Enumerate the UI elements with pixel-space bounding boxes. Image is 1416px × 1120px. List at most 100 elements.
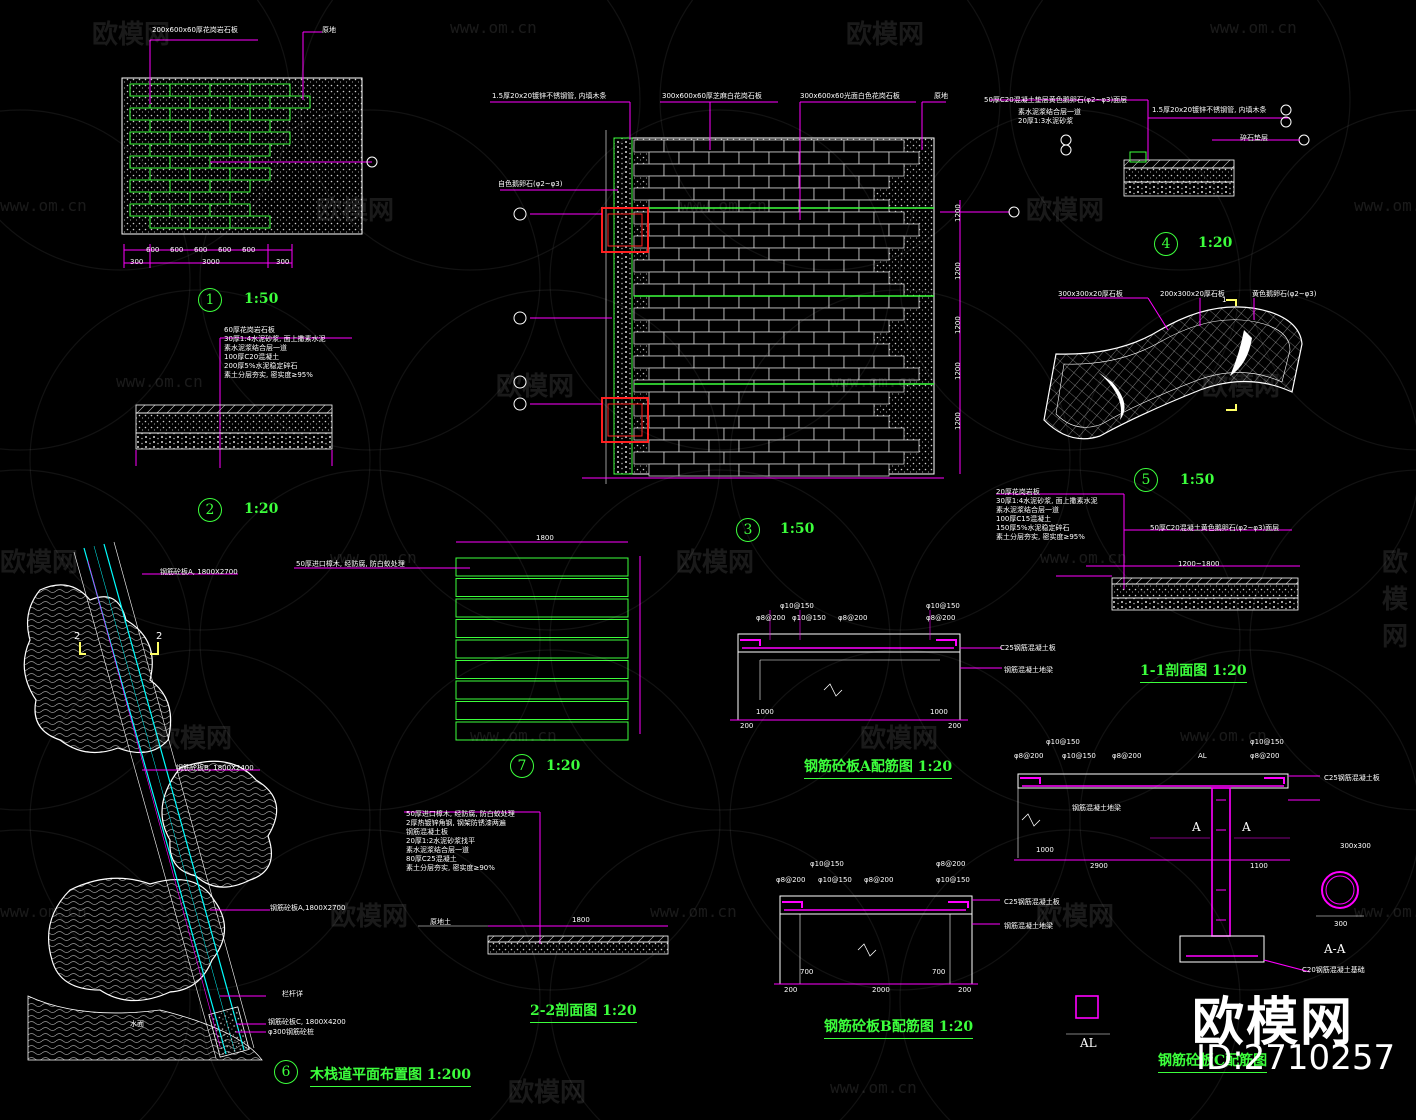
slab-c-bar: φ10@150 — [1250, 738, 1284, 746]
paving-stone — [693, 235, 725, 249]
s11-layer: 素水泥浆结合层一道 — [996, 506, 1059, 514]
d1-dim: 600 — [170, 246, 184, 254]
paving-stone — [858, 343, 890, 357]
paving-stone — [708, 271, 740, 285]
slab-b-bar: φ10@150 — [936, 876, 970, 884]
paving-stone — [648, 343, 680, 357]
paving-stone — [753, 163, 785, 177]
detail-number-7: 7 — [510, 754, 534, 778]
s22-side: 原地土 — [430, 918, 451, 926]
paving-stone — [798, 151, 830, 165]
paving-stone — [843, 307, 875, 321]
slab-c-bar: φ8@200 — [1250, 752, 1280, 760]
paving-stone — [858, 295, 890, 309]
watermark-url: www.om.cn — [1354, 196, 1416, 215]
detail-7-planks — [294, 541, 641, 741]
paving-stone — [708, 391, 740, 405]
paving-stone — [828, 319, 860, 333]
paving-stone — [648, 247, 680, 261]
slab-a-dim: 200 — [740, 722, 754, 730]
paving-stone — [693, 379, 725, 393]
paving-stone — [768, 271, 800, 285]
slab-c-dim: 1000 — [1036, 846, 1054, 854]
paving-stone — [813, 187, 845, 201]
paving-stone — [663, 235, 695, 249]
paving-stone — [723, 427, 755, 441]
s22-layer: 素水泥浆结合层一道 — [406, 846, 469, 854]
watermark-circle — [1009, 0, 1351, 271]
watermark-circle — [549, 469, 891, 811]
detail-number-2: 2 — [198, 498, 222, 522]
slab-a-title: 钢筋砼板A配筋图 1:20 — [804, 756, 953, 779]
paving-stone — [738, 223, 770, 237]
paving-stone — [723, 307, 755, 321]
paving-stone — [768, 175, 800, 189]
paving-stone — [858, 391, 890, 405]
paving-stone — [828, 223, 860, 237]
paving-stone — [753, 379, 785, 393]
paving-stone — [813, 331, 845, 345]
brand-logo-text: 欧模网 — [1192, 993, 1355, 1053]
s11-layer: 20厚花岗岩板 — [996, 488, 1040, 496]
paving-stone — [783, 427, 815, 441]
detail-scale-2: 1:20 — [244, 501, 279, 517]
paving-stone — [843, 259, 875, 273]
watermark-brand: 欧模网 — [92, 20, 171, 50]
plank — [455, 578, 629, 597]
plank — [455, 619, 629, 638]
paving-stone — [648, 199, 680, 213]
paving-stone — [858, 223, 890, 237]
watermark-circle — [299, 0, 641, 271]
slab-c-dim: 1100 — [1250, 862, 1268, 870]
d1-side-dim: 300 — [276, 258, 290, 266]
watermark-url: www.om.cn — [680, 196, 767, 215]
paving-stone — [873, 139, 905, 153]
watermark-circle — [199, 469, 541, 811]
slab-a-dim: 1000 — [756, 708, 774, 716]
paving-stone — [768, 391, 800, 405]
paving-stone — [663, 379, 695, 393]
detail-2-section — [135, 337, 352, 468]
paving-stone — [723, 451, 755, 465]
watermark-circle — [0, 829, 191, 1120]
s22-layer: 50厚进口樟木, 经防腐, 防白蚁处理 — [406, 810, 515, 818]
slab-b-c25: C25钢筋混凝土板 — [1004, 898, 1060, 906]
paving-stone — [798, 199, 830, 213]
paving-stone — [828, 415, 860, 429]
paving-stone — [768, 223, 800, 237]
paving-stone — [738, 175, 770, 189]
detail-number-3: 3 — [736, 518, 760, 542]
paving-stone — [678, 247, 710, 261]
watermark-circle — [0, 469, 191, 811]
paving-stone — [648, 271, 680, 285]
watermark-url: www.om.cn — [116, 372, 203, 391]
paving-stone — [813, 355, 845, 369]
paving-stone — [768, 199, 800, 213]
slab-c-bar: φ8@200 — [1112, 752, 1142, 760]
paving-stone — [678, 391, 710, 405]
paving-stone — [798, 319, 830, 333]
watermark-url: www.om.cn — [470, 726, 557, 745]
plank — [455, 660, 629, 679]
section-2-2 — [404, 811, 669, 955]
paving-stone — [843, 331, 875, 345]
paving-stone — [768, 463, 800, 477]
slab-c-cut-a: A — [1242, 820, 1251, 834]
slab-a-dim: 200 — [948, 722, 962, 730]
d1-side-dim: 300 — [130, 258, 144, 266]
paving-stone — [873, 355, 905, 369]
paving-stone — [783, 403, 815, 417]
watermark-brand: 欧模网 — [496, 372, 575, 402]
watermark-url: www.om.cn — [830, 372, 917, 391]
watermark-url: www.om.cn — [1210, 18, 1297, 37]
d2-layer: 60厚花岗岩石板 — [224, 326, 275, 334]
brand-id: ID:2710257 — [1196, 1038, 1396, 1078]
slab-a-c25: C25钢筋混凝土板 — [1000, 644, 1056, 652]
paving-stone — [813, 283, 845, 297]
paving-stone — [648, 319, 680, 333]
d3-dim: 1200 — [954, 316, 962, 334]
paving-stone — [738, 319, 770, 333]
paving-stone — [663, 451, 695, 465]
paving-stone — [768, 415, 800, 429]
plank — [455, 701, 629, 720]
